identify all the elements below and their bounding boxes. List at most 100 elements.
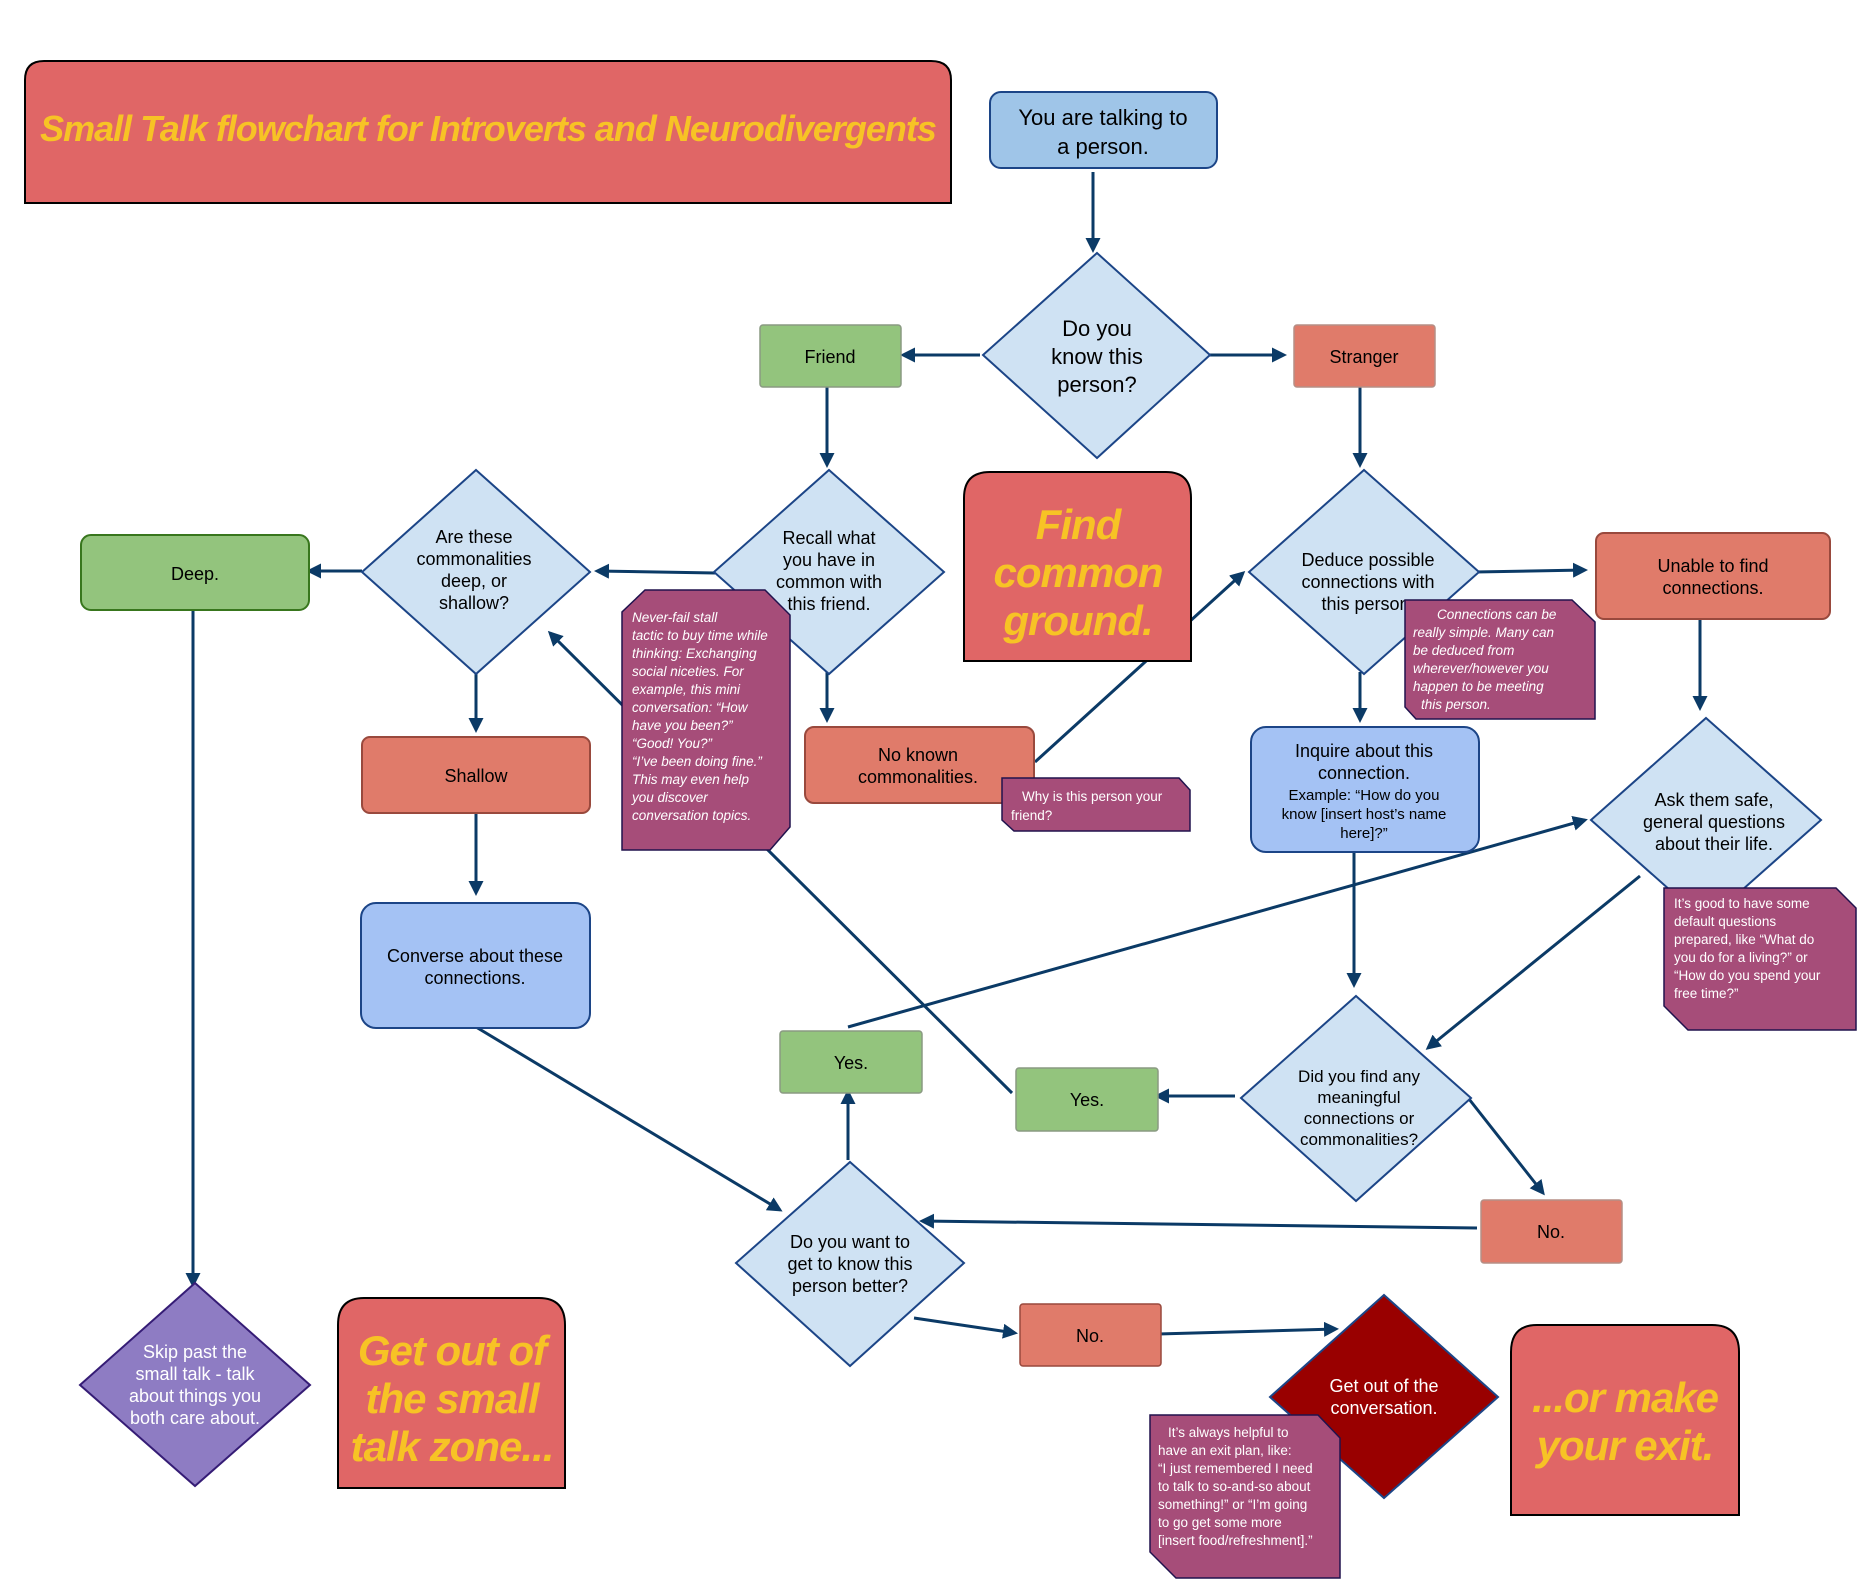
note-stall-line-12: conversation topics.	[632, 808, 751, 823]
note-exit-line-5: something!” or “I’m going	[1158, 1497, 1307, 1512]
note-stall-line-8: “Good! You?”	[632, 736, 713, 751]
decision-know-line-3: person?	[1057, 372, 1137, 397]
note-default-line-5: “How do you spend your	[1674, 968, 1821, 983]
note-connections-simple: Connections can be really simple. Many c…	[1404, 599, 1596, 720]
decision-ask-safe: Ask them safe, general questions about t…	[1589, 716, 1823, 924]
arrow-recall-to-deepshallow	[594, 563, 716, 579]
decision-did-find: Did you find any meaningful connections …	[1239, 994, 1473, 1203]
banner-getout-line-1: Get out of	[358, 1327, 551, 1374]
decision-want-line-3: person better?	[792, 1276, 908, 1296]
node-no-right: No.	[1480, 1199, 1623, 1264]
node-friend-label: Friend	[804, 347, 855, 367]
node-inquire: Inquire about this connection. Example: …	[1250, 726, 1480, 853]
note-stall-line-4: social niceties. For	[632, 664, 744, 679]
banner-find-line-2: common	[993, 549, 1162, 596]
node-start-line-1: You are talking to	[1018, 105, 1187, 130]
node-unable-line-1: Unable to find	[1657, 556, 1768, 576]
decision-skip-line-3: about things you	[129, 1386, 261, 1406]
note-default-questions: It’s good to have some default questions…	[1663, 887, 1857, 1031]
node-converse: Converse about these connections.	[360, 902, 591, 1029]
note-exit-line-2: have an exit plan, like:	[1158, 1443, 1292, 1458]
note-simple-line-5: happen to be meeting	[1413, 679, 1544, 694]
node-shallow-label: Shallow	[444, 766, 508, 786]
arrow-converse-to-want	[475, 1025, 783, 1212]
note-stall-line-10: This may even help	[632, 772, 750, 787]
decision-recall-line-1: Recall what	[782, 528, 875, 548]
arrow-noknown-to-deduce	[1033, 570, 1246, 764]
note-stall-line-9: “I’ve been doing fine.”	[632, 754, 762, 769]
note-simple-line-4: wherever/however you	[1413, 661, 1549, 676]
decision-deep-shallow: Are these commonalities deep, or shallow…	[360, 468, 592, 676]
page-title: Small Talk flowchart for Introverts and …	[40, 108, 936, 149]
node-shallow: Shallow	[361, 736, 591, 814]
note-default-line-6: free time?”	[1674, 986, 1739, 1001]
node-inquire-example-3: here]?”	[1340, 825, 1388, 842]
decision-know-person: Do you know this person?	[981, 251, 1212, 460]
banner-getout-line-3: talk zone...	[351, 1423, 554, 1470]
decision-want-line-2: get to know this	[787, 1254, 912, 1274]
node-no-right-label: No.	[1537, 1222, 1565, 1242]
decision-ds-line-2: commonalities	[416, 549, 531, 569]
decision-ask-line-2: general questions	[1643, 812, 1785, 832]
node-noknown-line-2: commonalities.	[858, 767, 978, 787]
decision-getout-line-1: Get out of the	[1329, 1376, 1438, 1396]
decision-ask-line-3: about their life.	[1655, 834, 1773, 854]
node-unable: Unable to find connections.	[1595, 532, 1831, 620]
decision-ask-line-1: Ask them safe,	[1654, 790, 1773, 810]
note-exit-line-4: to talk to so-and-so about	[1158, 1479, 1311, 1494]
note-stall-line-1: Never-fail stall	[632, 610, 718, 625]
node-no-bottom: No.	[1019, 1303, 1162, 1367]
note-default-line-2: default questions	[1674, 914, 1776, 929]
node-inquire-example-2: know [insert host’s name	[1282, 806, 1447, 823]
decision-getout-line-2: conversation.	[1330, 1398, 1437, 1418]
decision-recall-line-3: common with	[776, 572, 882, 592]
note-stall-line-7: have you been?”	[632, 718, 733, 733]
note-why-friend: Why is this person your friend?	[1001, 777, 1191, 832]
note-simple-line-2: really simple. Many can	[1413, 625, 1554, 640]
note-stall-tactic: Never-fail stall tactic to buy time whil…	[621, 589, 791, 851]
decision-skip-line-1: Skip past the	[143, 1342, 247, 1362]
decision-recall-line-2: you have in	[783, 550, 875, 570]
note-why-line-2: friend?	[1011, 808, 1052, 823]
node-friend: Friend	[759, 324, 902, 388]
node-converse-line-2: connections.	[424, 968, 525, 988]
banner-get-out-small-talk: Get out of the small talk zone...	[337, 1297, 566, 1489]
note-simple-line-6: this person.	[1421, 697, 1491, 712]
note-why-line-1: Why is this person your	[1022, 789, 1163, 804]
note-exit-plan: It’s always helpful to have an exit plan…	[1149, 1414, 1341, 1579]
arrow-didfind-to-no	[1467, 1098, 1545, 1196]
note-default-line-1: It’s good to have some	[1674, 896, 1810, 911]
decision-deduce-line-3: this person.	[1321, 594, 1414, 614]
node-start-line-2: a person.	[1057, 134, 1149, 159]
decision-didfind-line-3: connections or	[1304, 1109, 1415, 1128]
arrow-no-to-want	[919, 1213, 1478, 1230]
banner-exit-line-2: your exit.	[1535, 1422, 1714, 1469]
decision-ds-line-1: Are these	[435, 527, 512, 547]
node-yes-left: Yes.	[779, 1030, 923, 1094]
node-deep: Deep.	[80, 534, 310, 611]
node-no-known: No known commonalities.	[804, 726, 1035, 804]
node-inquire-line-2: connection.	[1318, 763, 1410, 783]
banner-find-common-ground: Find common ground.	[963, 471, 1192, 662]
node-yes-right: Yes.	[1015, 1067, 1159, 1132]
banner-find-line-1: Find	[1036, 501, 1123, 548]
node-noknown-line-1: No known	[878, 745, 958, 765]
arrow-want-to-no	[913, 1316, 1018, 1339]
node-no-bottom-label: No.	[1076, 1326, 1104, 1346]
node-start: You are talking to a person.	[989, 91, 1218, 169]
title-banner: Small Talk flowchart for Introverts and …	[24, 60, 952, 204]
banner-exit-line-1: ...or make	[1532, 1374, 1719, 1421]
note-exit-line-1: It’s always helpful to	[1168, 1425, 1289, 1440]
decision-skip-line-2: small talk - talk	[135, 1364, 255, 1384]
decision-deduce-line-2: connections with	[1301, 572, 1434, 592]
note-stall-line-2: tactic to buy time while	[632, 628, 768, 643]
arrow-deduce-to-unable	[1474, 562, 1588, 578]
node-yes-left-label: Yes.	[834, 1053, 868, 1073]
node-inquire-example-1: Example: “How do you	[1289, 787, 1440, 804]
decision-know-line-1: Do you	[1062, 316, 1132, 341]
node-inquire-line-1: Inquire about this	[1295, 741, 1433, 761]
decision-recall-line-4: this friend.	[787, 594, 870, 614]
decision-ds-line-4: shallow?	[439, 593, 509, 613]
